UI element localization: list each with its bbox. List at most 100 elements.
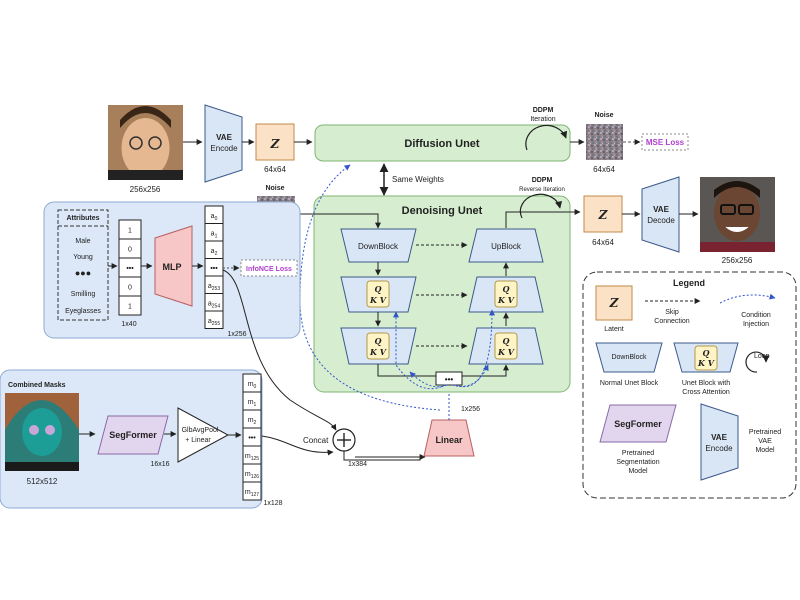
legend-seg-desc-2: Segmentation <box>616 459 659 466</box>
noise-top-size: 64x64 <box>593 165 615 174</box>
ddpm-reverse-label: DDPM <box>532 177 553 184</box>
vec40-size: 1x40 <box>121 321 136 328</box>
svg-text:K V: K V <box>369 295 387 305</box>
vector-cell-label: 0 <box>128 247 132 254</box>
denoising-unet-label: Denoising Unet <box>402 205 483 217</box>
noise-top-label: Noise <box>594 112 613 119</box>
mask-size-label: 512x512 <box>27 477 58 486</box>
latent-z-top-size: 64x64 <box>264 165 286 174</box>
svg-text:SegFormer: SegFormer <box>614 419 662 429</box>
vector-cell-label: m0 <box>248 381 257 390</box>
svg-text:Q: Q <box>375 336 382 346</box>
legend-title: Legend <box>673 278 705 288</box>
mse-loss-label: MSE Loss <box>646 138 685 147</box>
vae-decoder-block <box>641 176 680 253</box>
vector-cell <box>242 481 262 501</box>
linear-block <box>423 419 475 457</box>
diffusion-unet-label: Diffusion Unet <box>404 138 479 150</box>
qkv-icon <box>494 280 518 308</box>
noise-mid-label: Noise <box>265 185 284 192</box>
vae-encoder-block <box>204 104 243 183</box>
vae-encoder-sub: Encode <box>210 144 238 153</box>
svg-text:K V: K V <box>497 295 515 305</box>
vector-cell-label: ••• <box>248 435 256 442</box>
legend-cross-attn-label-1: Unet Block with <box>682 380 730 387</box>
qkv-icon <box>694 345 718 371</box>
attribute-item: Smilling <box>71 291 96 298</box>
mlp-block <box>154 225 193 307</box>
svg-text:K V: K V <box>497 347 515 357</box>
svg-text:Z: Z <box>598 208 609 222</box>
upblock-label: UpBlock <box>491 242 522 251</box>
ddpm-reverse-sub: Reverse Iteration <box>519 187 565 193</box>
upblock <box>468 228 544 263</box>
output-face-image <box>700 177 775 252</box>
vector-cell-label: 1 <box>128 228 132 235</box>
ddpm-loop-icon-reverse <box>519 193 563 219</box>
condition-vector-box <box>435 371 463 386</box>
attribute-item: Eyeglasses <box>65 308 101 315</box>
vector-cell-label: a254 <box>208 300 220 309</box>
vector-cell-label: a253 <box>208 283 220 292</box>
condition-injection-arrows <box>299 164 495 411</box>
linear-label: Linear <box>435 435 463 445</box>
vector-cell-label: a1 <box>211 230 218 239</box>
downblock <box>340 228 417 263</box>
linear-size: 1x256 <box>461 406 480 413</box>
legend-skip-label-2: Connection <box>654 318 690 325</box>
attribute-item: Male <box>75 238 90 245</box>
mlp-label: MLP <box>163 262 182 272</box>
legend-seg-desc-3: Model <box>628 468 648 475</box>
svg-text:K V: K V <box>697 358 715 368</box>
mse-loss-box <box>641 133 689 151</box>
plus-linear-label: + Linear <box>185 437 211 444</box>
vector-cell-label: a2 <box>211 248 218 257</box>
svg-text:Q: Q <box>703 348 710 358</box>
concat-size: 1x384 <box>348 461 367 468</box>
svg-text:DownBlock: DownBlock <box>611 354 647 361</box>
legend-vae-desc-1: Pretrained <box>749 429 781 436</box>
infonce-loss-box <box>240 259 298 277</box>
attributes-list-box <box>57 209 109 321</box>
latent-z-top-label: Z <box>270 137 281 151</box>
svg-text:Encode: Encode <box>705 444 733 453</box>
attribute-embedding-1x256: a0 a1 a2 ••• a253 a254 a255 <box>204 205 224 329</box>
legend-vae-desc-2: VAE <box>758 438 772 445</box>
vector-cell-label: a0 <box>211 213 218 222</box>
legend-cross-attn-label-2: Cross Attention <box>682 389 730 396</box>
attributes-title: Attributes <box>66 215 99 222</box>
svg-text:Q: Q <box>503 336 510 346</box>
latent-z-output-size: 64x64 <box>592 238 614 247</box>
svg-text:•••: ••• <box>445 375 454 384</box>
combined-mask-image <box>5 393 79 471</box>
vector-cell-label: a255 <box>208 318 220 327</box>
legend-vae-icon <box>700 403 739 481</box>
vector-cell-label: ••• <box>126 266 134 273</box>
concat-label: Concat <box>303 436 329 445</box>
legend-seg-desc-1: Pretrained <box>622 450 654 457</box>
svg-text:K V: K V <box>369 347 387 357</box>
legend-skip-label-1: Skip <box>665 309 679 316</box>
qkv-icon <box>366 332 390 360</box>
svg-text:Z: Z <box>609 296 620 310</box>
output-size-label: 256x256 <box>722 256 753 265</box>
vector-cell-label: 0 <box>128 285 132 292</box>
combined-masks-title: Combined Masks <box>8 382 66 389</box>
vector-cell-label: ••• <box>210 265 218 272</box>
legend-cond-label-1: Condition <box>741 312 771 319</box>
svg-text:Q: Q <box>503 284 510 294</box>
legend-condition-arrow <box>719 293 776 304</box>
ddpm-top-sub: Iteration <box>530 116 555 123</box>
legend-normal-unet-label: Normal Unet Block <box>600 380 659 387</box>
ddpm-loop-icon-top <box>525 124 568 151</box>
glbavgpool-label: GlbAvgPool <box>182 427 219 434</box>
attribute-vector-1x40: 10•••01 <box>118 219 142 316</box>
vector-cell-label: m125 <box>245 453 259 462</box>
svg-text:VAE: VAE <box>653 205 670 214</box>
infonce-loss-label: InfoNCE Loss <box>246 266 292 273</box>
attribute-item: ●●● <box>75 268 91 278</box>
input-face-image <box>108 105 183 180</box>
svg-text:Q: Q <box>375 284 382 294</box>
